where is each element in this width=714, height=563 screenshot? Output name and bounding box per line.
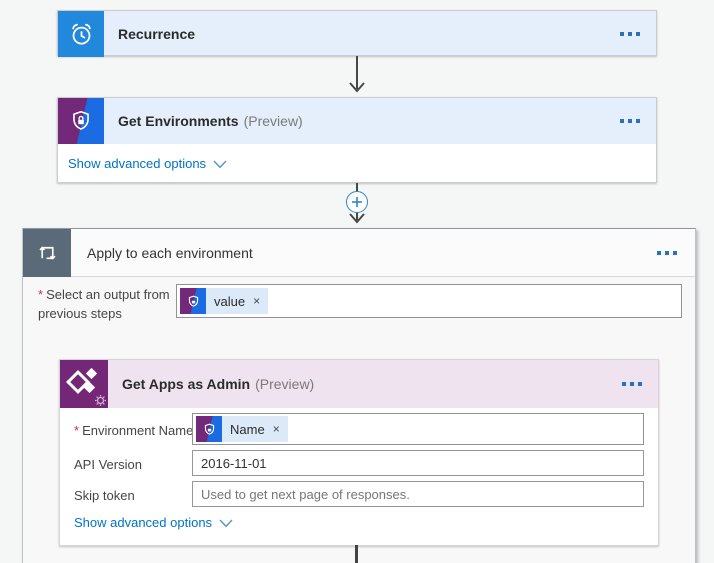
dynamic-content-token[interactable]: Name × [196, 416, 288, 442]
recurrence-card-header[interactable]: Recurrence [58, 11, 656, 57]
card-title: Recurrence [118, 26, 196, 42]
environment-name-input[interactable]: Name × [192, 413, 644, 445]
apply-to-each-header[interactable]: Apply to each environment [23, 229, 695, 277]
token-text: Name [230, 421, 265, 437]
insert-step-button[interactable] [346, 191, 368, 213]
shield-lock-icon [180, 288, 206, 314]
get-apps-as-admin-card: Get Apps as Admin (Preview) *Environment… [59, 359, 659, 546]
preview-badge: (Preview) [243, 113, 303, 129]
get-apps-card-header[interactable]: Get Apps as Admin (Preview) [60, 360, 658, 408]
get-environments-card: Get Environments (Preview) Show advanced… [57, 97, 657, 183]
close-x-icon[interactable]: × [272, 422, 280, 436]
preview-badge: (Preview) [255, 376, 315, 392]
plus-circle-icon [352, 197, 362, 207]
shield-lock-icon [196, 416, 222, 442]
gear-icon [95, 395, 106, 406]
chevron-down-icon [213, 160, 227, 169]
scope-title: Apply to each environment [87, 244, 253, 261]
select-output-input[interactable]: value × [176, 284, 682, 318]
more-options-button[interactable] [655, 247, 679, 259]
select-output-label: *Select an output from previous steps [38, 287, 170, 321]
more-options-button[interactable] [618, 28, 642, 40]
dynamic-content-token[interactable]: value × [180, 288, 269, 314]
card-title: Get Apps as Admin [122, 376, 251, 392]
chevron-down-icon [219, 519, 233, 528]
get-environments-card-header[interactable]: Get Environments (Preview) [58, 98, 656, 144]
show-advanced-options-link[interactable]: Show advanced options [68, 156, 227, 171]
environment-name-label: *Environment Name [74, 423, 194, 438]
loop-icon [23, 229, 71, 277]
more-options-button[interactable] [618, 115, 642, 127]
skip-token-label: Skip token [74, 488, 135, 503]
close-x-icon[interactable]: × [253, 294, 261, 308]
power-apps-diamonds-icon [60, 360, 108, 408]
shield-lock-icon [58, 98, 104, 144]
api-version-label: API Version [74, 457, 142, 472]
token-text: value [214, 293, 246, 309]
connector-arrow [355, 545, 358, 563]
show-advanced-options-link[interactable]: Show advanced options [74, 515, 233, 530]
api-version-input[interactable] [192, 450, 644, 476]
skip-token-input[interactable] [192, 481, 644, 507]
more-options-button[interactable] [620, 378, 644, 390]
apply-to-each-scope: Apply to each environment *Select an out… [22, 228, 696, 563]
alarm-clock-icon [58, 11, 104, 57]
connector-arrow [349, 56, 365, 93]
recurrence-card: Recurrence [57, 10, 657, 57]
card-title: Get Environments [118, 113, 239, 129]
